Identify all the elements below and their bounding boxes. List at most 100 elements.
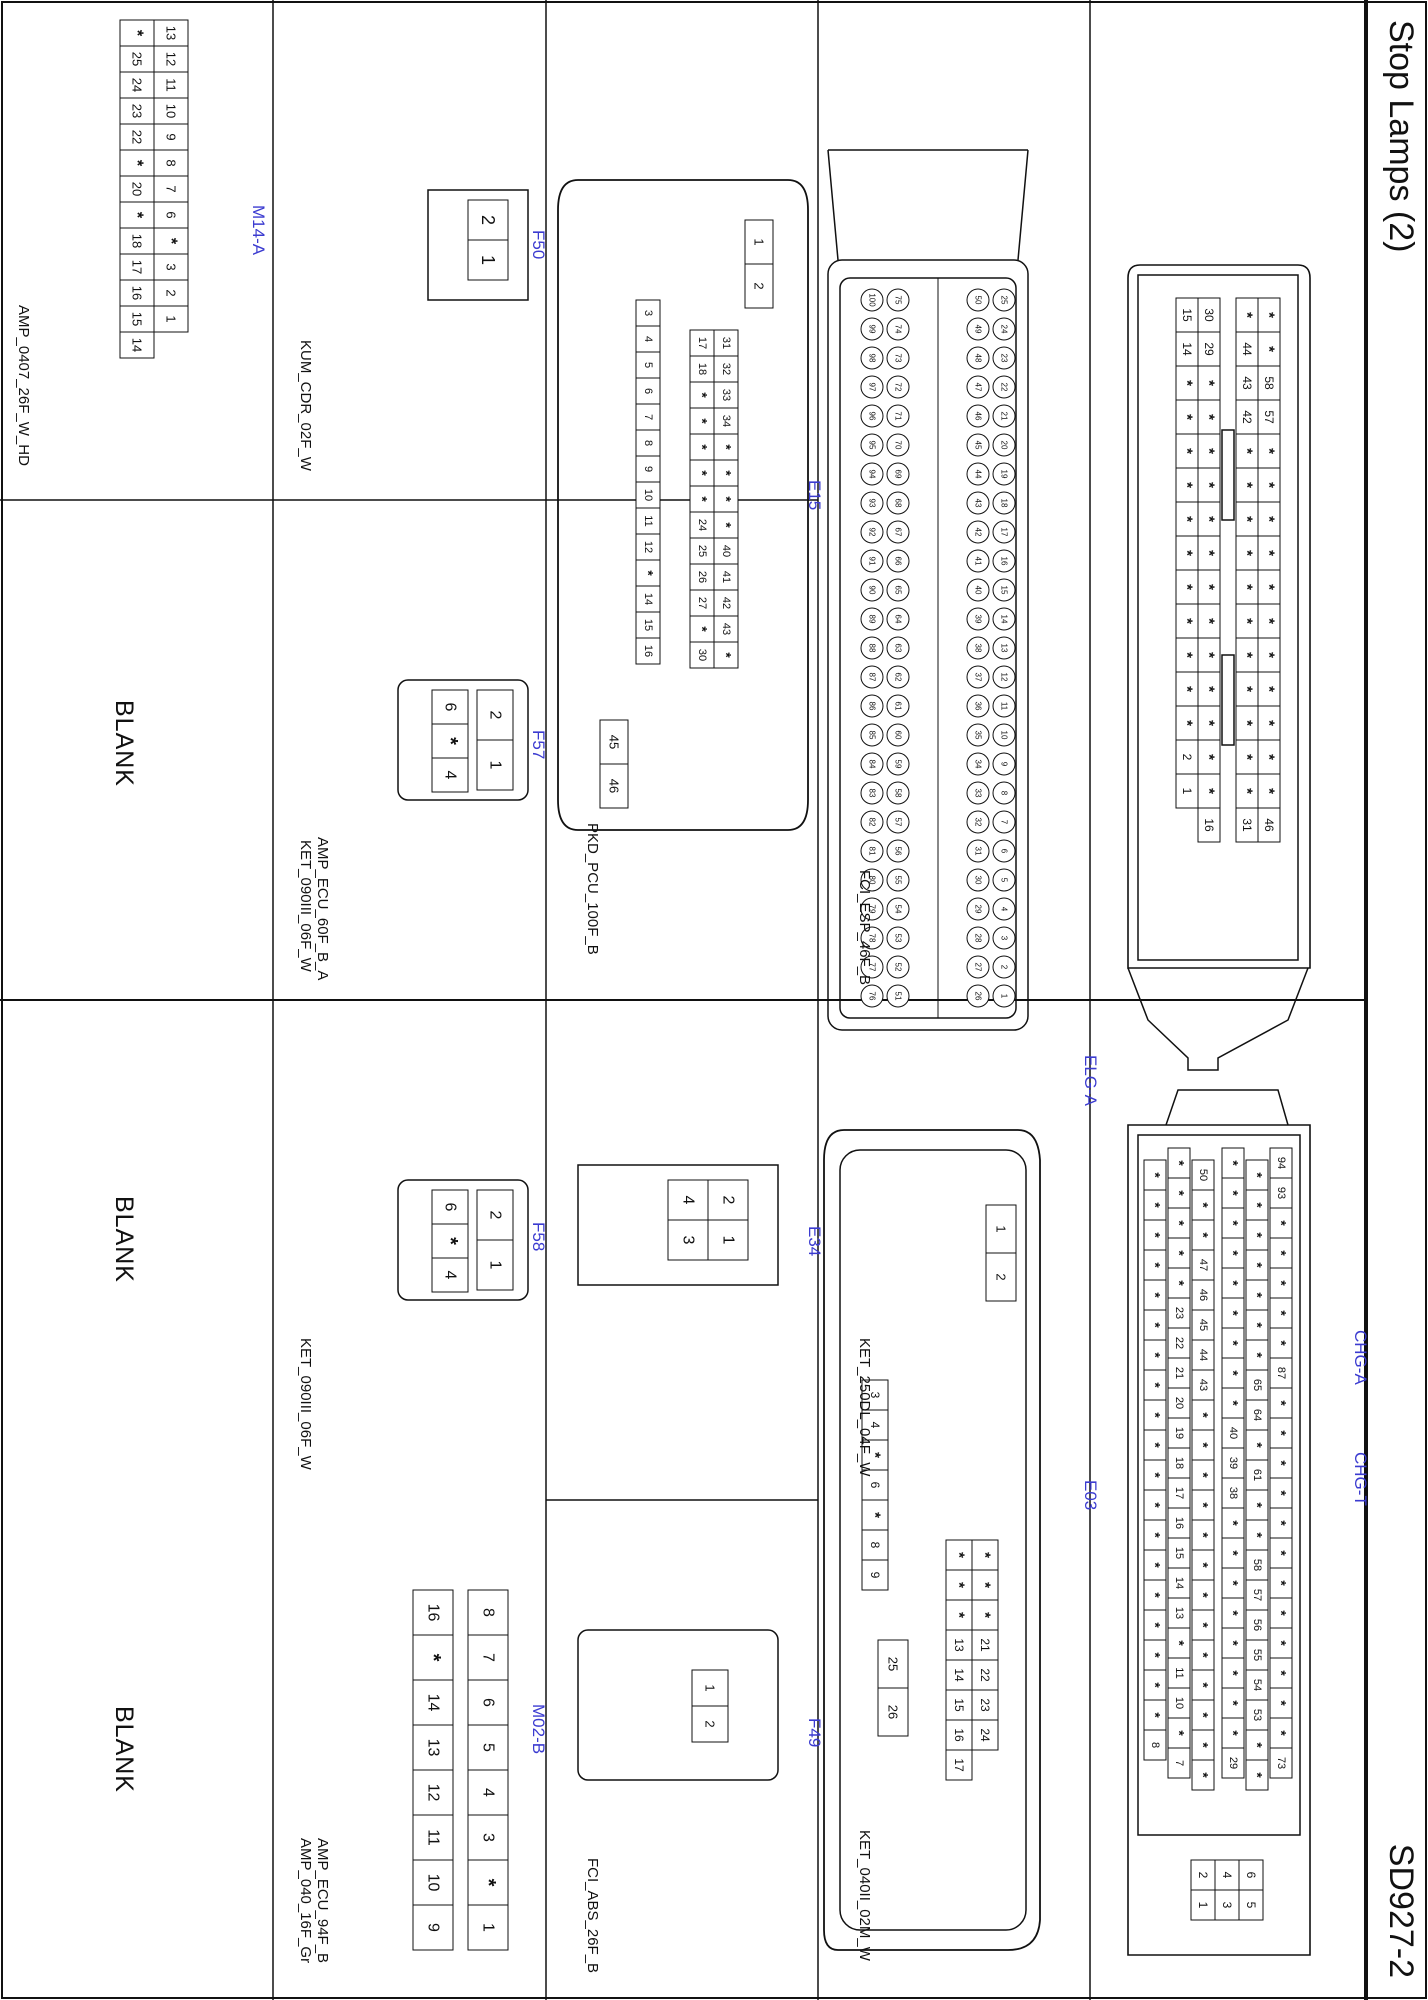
pin-number: * — [1250, 1742, 1265, 1748]
pin-number: 3 — [680, 1236, 697, 1245]
e34-housing — [577, 1164, 779, 1286]
pin-circle — [992, 607, 1016, 631]
pin-number: * — [695, 496, 710, 502]
blank-label-3: BLANK — [110, 1706, 138, 1793]
f50-housing — [427, 189, 529, 301]
pin-number: 53 — [1251, 1709, 1263, 1721]
pin-number: 22 — [130, 130, 145, 144]
pin-cell — [861, 1559, 889, 1591]
chg-t-pin: 11 — [1167, 1657, 1191, 1689]
chg-t-pin: 8 — [1143, 1729, 1167, 1761]
pin-number: 9 — [642, 466, 654, 472]
pin-number: 31 — [720, 337, 732, 349]
pin-number: 8 — [1000, 791, 1009, 796]
chg-a-pin: * — [1197, 569, 1221, 605]
pin-cell — [635, 637, 661, 665]
pin-number: 39 — [1227, 1457, 1239, 1469]
pin-number: 54 — [894, 905, 903, 914]
chg-a-pin: * — [1257, 535, 1281, 571]
pin-number: * — [1196, 1682, 1211, 1688]
elg-a-pin: 14 — [992, 607, 1016, 631]
pin-number: 20 — [130, 182, 145, 196]
pin-number: * — [1250, 1232, 1265, 1238]
pin-number: 43 — [720, 623, 732, 635]
e15-pin: 32 — [713, 355, 739, 383]
pin-number: * — [867, 1512, 884, 1518]
pin-circle — [860, 607, 884, 631]
pin-number: * — [1261, 312, 1278, 318]
e15-pin: 18 — [689, 355, 715, 383]
pin-circle — [886, 288, 910, 312]
elg-a-pin: 21 — [992, 404, 1016, 428]
pin-number: * — [1239, 618, 1256, 624]
pin-number: 23 — [130, 104, 145, 118]
pin-number: * — [1274, 1550, 1289, 1556]
chg-a-pin: * — [1235, 433, 1259, 469]
pin-number: 29 — [1227, 1757, 1239, 1769]
pin-number: 55 — [1251, 1649, 1263, 1661]
e15-pin: 10 — [635, 481, 661, 509]
chg-t-pin: * — [1269, 1447, 1293, 1479]
pin-circle — [992, 984, 1016, 1008]
pin-number: 2 — [1196, 1872, 1210, 1879]
pin-cell — [1197, 807, 1221, 843]
chg-a-pin: * — [1175, 467, 1199, 503]
e15-pin: 12 — [635, 533, 661, 561]
pin-number: 93 — [1275, 1187, 1287, 1199]
e03-inner — [839, 1149, 1027, 1931]
elg-a-pin: 75 — [886, 288, 910, 312]
pin-number: 1 — [487, 761, 504, 770]
chg-t-pin: * — [1143, 1279, 1167, 1311]
pin-number: * — [695, 392, 710, 398]
chg-t-pin: 15 — [1167, 1537, 1191, 1569]
e15-label: E15 — [805, 480, 824, 511]
m14a-pin: 12 — [153, 45, 189, 73]
pin-number: * — [1250, 1202, 1265, 1208]
elg-a-pin: 31 — [966, 839, 990, 863]
chg-a-pin: * — [1257, 671, 1281, 707]
elg-a-pin: 10 — [992, 723, 1016, 747]
pin-circle — [860, 491, 884, 515]
pin-number: * — [1274, 1520, 1289, 1526]
pin-number: 18 — [1173, 1457, 1185, 1469]
chg-a-pin: * — [1197, 433, 1221, 469]
pin-number: * — [162, 238, 180, 245]
elg-a-pin: 7 — [992, 810, 1016, 834]
pin-number: 22 — [978, 1668, 992, 1682]
pin-number: 38 — [1227, 1487, 1239, 1499]
chg-t-small-pin: 6 — [1238, 1859, 1264, 1891]
pin-number: * — [1201, 448, 1218, 454]
pin-number: 76 — [868, 992, 877, 1001]
pin-number: 18 — [130, 234, 145, 248]
pin-number: 35 — [974, 731, 983, 740]
pin-cell — [431, 1257, 469, 1293]
m14a-pin: 3 — [153, 253, 189, 281]
e15-pin: 4 — [635, 325, 661, 353]
pin-number: 41 — [974, 557, 983, 566]
chg-t-pin: * — [1221, 1177, 1245, 1209]
f50-pin: 1 — [467, 239, 509, 281]
pin-circle — [966, 781, 990, 805]
chg-t-pin: 21 — [1167, 1357, 1191, 1389]
pin-cell — [431, 757, 469, 793]
chg-a-part: AMP_ECU_60F_B_A — [314, 837, 331, 981]
pin-number: 87 — [1275, 1367, 1287, 1379]
chg-t-pin: 29 — [1221, 1747, 1245, 1779]
pin-circle — [966, 549, 990, 573]
pin-number: * — [1148, 1382, 1163, 1388]
chg-a-pin: 30 — [1197, 297, 1221, 333]
pin-number: * — [1274, 1310, 1289, 1316]
pin-number: 30 — [696, 649, 708, 661]
pin-number: * — [719, 470, 734, 476]
chg-a-key — [1221, 654, 1235, 746]
pin-cell — [1167, 1747, 1191, 1779]
e15-pin: 11 — [635, 507, 661, 535]
chg-t-small-pin: 4 — [1214, 1859, 1240, 1891]
m14a-pin: 11 — [153, 71, 189, 99]
pin-number: * — [1261, 788, 1278, 794]
e15-pin: 17 — [689, 329, 715, 357]
pin-circle — [886, 665, 910, 689]
pin-number: 25 — [1000, 296, 1009, 305]
pin-number: 32 — [974, 818, 983, 827]
